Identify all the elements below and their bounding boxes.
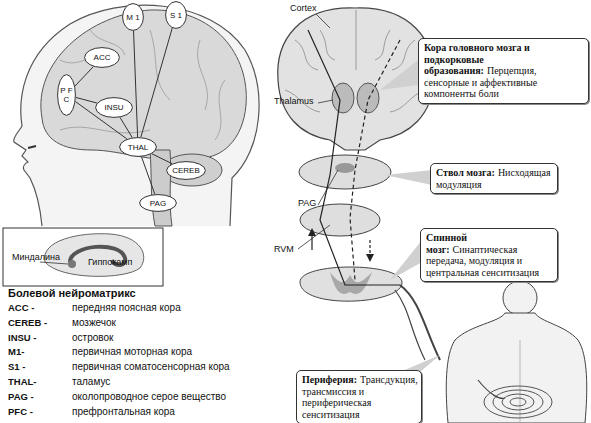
callout-box: Ствол мозга:Нисходящая модуляция <box>430 163 558 194</box>
abbreviation: S1 - <box>8 361 25 372</box>
callout-wedge <box>385 170 432 185</box>
structure-label: PAG <box>298 198 316 208</box>
abbreviation: THAL- <box>8 376 37 387</box>
network-connection <box>75 67 93 86</box>
spinal-cord-slice <box>300 267 402 301</box>
inset-label: Гиппокамп <box>88 257 132 267</box>
callout-heading: Периферия: <box>302 374 357 385</box>
region-ellipse: ACC <box>84 47 120 68</box>
medulla-slice <box>300 204 380 236</box>
midbrain-slice <box>299 155 391 189</box>
network-connection <box>76 97 97 103</box>
network-connection <box>142 157 155 194</box>
arrow-head <box>366 254 374 262</box>
leader-line <box>318 100 333 103</box>
abbreviation: M1- <box>8 346 24 357</box>
man-hand <box>478 380 505 398</box>
man-back <box>446 313 586 423</box>
man-head <box>503 281 537 315</box>
network-connection <box>152 154 172 164</box>
region-ellipse: M 1 <box>122 3 144 31</box>
leader-line <box>318 170 338 205</box>
thalamus-shape <box>357 83 379 113</box>
pain-rings <box>484 386 552 418</box>
callout-box: Спинной мозг:Синаптическая передача, мод… <box>420 228 558 282</box>
descending-pathway <box>350 40 400 280</box>
brainstem-side <box>150 150 172 226</box>
abbreviation-meaning: околопроводное серое вещество <box>72 391 226 402</box>
region-abbreviation: M 1 <box>126 13 139 22</box>
network-connection <box>134 31 138 137</box>
structure-label: Cortex <box>290 3 317 13</box>
region-ellipse: P F C <box>57 74 76 116</box>
structure-label: Thalamus <box>274 96 314 106</box>
abbreviation-meaning: таламус <box>72 376 110 387</box>
ascending-pathway <box>308 30 400 285</box>
region-ellipse: PAG <box>139 194 177 212</box>
thalamus-shape <box>332 83 354 113</box>
region-ellipse: THAL <box>119 137 157 157</box>
callout-wedge <box>390 240 422 280</box>
callout-wedge <box>380 60 418 90</box>
region-abbreviation: PAG <box>150 199 166 208</box>
inset-frame <box>3 228 163 286</box>
pag-region <box>335 163 355 173</box>
callout-box: Периферия:Трансдукция, трансмиссия и пер… <box>296 370 422 423</box>
abbreviation-meaning: префронтальная кора <box>72 406 175 417</box>
region-ellipse: CEREB <box>166 161 206 180</box>
region-ellipse: INSU <box>95 97 133 118</box>
brain-gyri <box>60 30 225 140</box>
abbreviation-meaning: первичная моторная кора <box>72 346 192 357</box>
callout-box: Кора головного мозга и подкорковые образ… <box>418 38 589 104</box>
structure-label: RVM <box>274 244 294 254</box>
abbreviation: CEREB - <box>8 317 47 328</box>
abbreviation: PFC - <box>8 406 33 417</box>
legend-heading: Болевой нейроматрикс <box>8 287 136 299</box>
spine-line <box>520 340 521 423</box>
nerve <box>395 290 425 360</box>
network-connection <box>120 117 132 137</box>
abbreviation: INSU - <box>8 332 37 343</box>
region-abbreviation: ACC <box>94 53 111 62</box>
arrow-head <box>308 228 316 236</box>
brain-coronal <box>278 8 434 150</box>
amygdala <box>68 260 76 268</box>
region-abbreviation: CEREB <box>172 166 200 175</box>
eye <box>28 146 36 148</box>
region-abbreviation: P F C <box>57 86 76 104</box>
abbreviation: ACC - <box>8 302 34 313</box>
leader-line <box>316 14 330 28</box>
abbreviation-meaning: первичная соматосенсорная кора <box>72 361 230 372</box>
region-abbreviation: THAL <box>128 143 148 152</box>
region-abbreviation: INSU <box>104 103 123 112</box>
abbreviation: PAG - <box>8 391 34 402</box>
abbreviation-meaning: мозжечок <box>72 317 116 328</box>
inset-label: Миндалина <box>12 252 60 262</box>
region-ellipse: S 1 <box>165 1 187 29</box>
network-connection <box>141 28 172 137</box>
gray-matter <box>330 272 372 294</box>
head-outline <box>14 5 259 226</box>
abbreviation-meaning: передняя поясная кора <box>72 302 181 313</box>
brain-side <box>41 10 246 160</box>
callout-heading: Ствол мозга: <box>436 167 495 178</box>
leader-line <box>298 225 330 249</box>
region-abbreviation: S 1 <box>170 11 182 20</box>
leader-line <box>40 262 68 264</box>
abbreviation-meaning: островок <box>72 332 113 343</box>
cerebellum <box>162 154 222 186</box>
